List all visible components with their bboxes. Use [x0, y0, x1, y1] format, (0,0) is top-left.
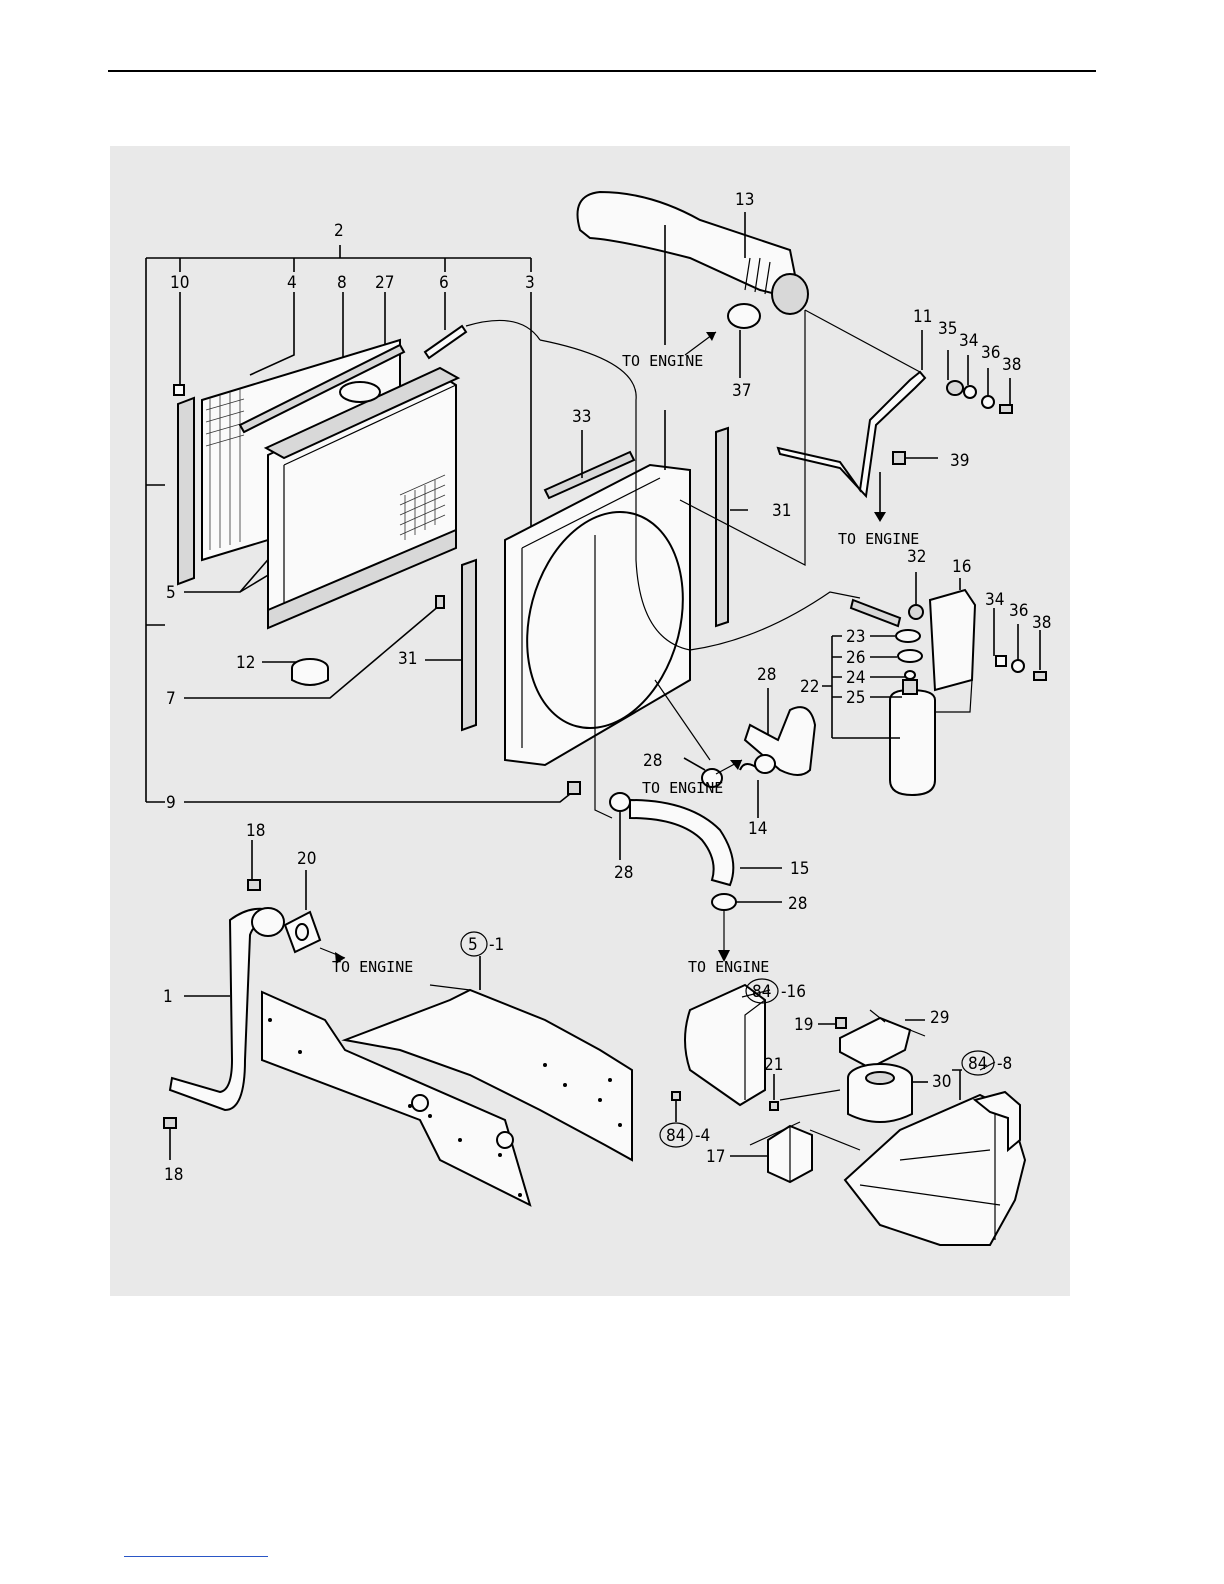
note-to-engine-upper-hose: TO ENGINE — [622, 352, 703, 370]
ref-figure-5: 5 — [468, 935, 478, 955]
label-part-3: 3 — [525, 273, 535, 293]
label-part-24: 24 — [846, 668, 865, 688]
label-part-20: 20 — [297, 849, 316, 869]
note-to-engine-exhaust: TO ENGINE — [332, 958, 413, 976]
label-part-5: 5 — [166, 583, 176, 603]
label-part-14: 14 — [748, 819, 767, 839]
label-part-28-b: 28 — [643, 751, 662, 771]
label-part-9: 9 — [166, 793, 176, 813]
label-part-17: 17 — [706, 1147, 725, 1167]
label-part-7: 7 — [166, 689, 176, 709]
label-part-38-right: 38 — [1032, 613, 1051, 633]
label-part-30: 30 — [932, 1072, 951, 1092]
label-part-11: 11 — [913, 307, 932, 327]
label-part-18-top: 18 — [246, 821, 265, 841]
label-part-21: 21 — [764, 1055, 783, 1075]
ref-figure-84-c: 84 — [666, 1126, 685, 1146]
label-part-23: 23 — [846, 627, 865, 647]
ref-figure-84-b-item: -8 — [997, 1054, 1012, 1074]
ref-figure-84-a: 84 — [752, 982, 771, 1002]
label-part-19: 19 — [794, 1015, 813, 1035]
label-part-36-right: 36 — [1009, 601, 1028, 621]
label-part-8: 8 — [337, 273, 347, 293]
label-part-39: 39 — [950, 451, 969, 471]
label-part-34-right: 34 — [985, 590, 1004, 610]
label-part-32: 32 — [907, 547, 926, 567]
label-part-31-left: 31 — [398, 649, 417, 669]
label-part-2: 2 — [334, 221, 344, 241]
exhaust-frame-drawing — [164, 840, 632, 1205]
label-part-4: 4 — [287, 273, 297, 293]
label-part-13: 13 — [735, 190, 754, 210]
label-part-27: 27 — [375, 273, 394, 293]
label-part-16: 16 — [952, 557, 971, 577]
label-part-28-a: 28 — [757, 665, 776, 685]
upper-hose-drawing — [578, 192, 809, 470]
label-part-1: 1 — [163, 987, 173, 1007]
label-part-12: 12 — [236, 653, 255, 673]
note-to-engine-bracket: TO ENGINE — [838, 530, 919, 548]
ref-figure-84-b: 84 — [968, 1054, 987, 1074]
label-part-33: 33 — [572, 407, 591, 427]
label-part-29: 29 — [930, 1008, 949, 1028]
note-to-engine-hose-15: TO ENGINE — [688, 958, 769, 976]
ref-figure-84-a-item: -16 — [781, 982, 806, 1002]
label-part-6: 6 — [439, 273, 449, 293]
label-part-28-d: 28 — [788, 894, 807, 914]
label-part-37: 37 — [732, 381, 751, 401]
label-part-35: 35 — [938, 319, 957, 339]
label-part-22: 22 — [800, 677, 819, 697]
label-part-10: 10 — [170, 273, 189, 293]
label-part-26: 26 — [846, 648, 865, 668]
label-part-28-c: 28 — [614, 863, 633, 883]
label-part-31-right: 31 — [772, 501, 791, 521]
label-part-18-bottom: 18 — [164, 1165, 183, 1185]
label-part-25: 25 — [846, 688, 865, 708]
label-part-34-top: 34 — [959, 331, 978, 351]
label-part-36-top: 36 — [981, 343, 1000, 363]
ref-figure-5-item: -1 — [489, 935, 504, 955]
ref-figure-84-c-item: -4 — [695, 1126, 710, 1146]
fan-shroud-drawing — [425, 340, 860, 765]
label-part-15: 15 — [790, 859, 809, 879]
footer-link-underline[interactable] — [124, 1556, 268, 1557]
note-to-engine-lower-hose: TO ENGINE — [642, 779, 723, 797]
label-part-38-top: 38 — [1002, 355, 1021, 375]
fuel-filter-drawing — [672, 985, 1025, 1245]
